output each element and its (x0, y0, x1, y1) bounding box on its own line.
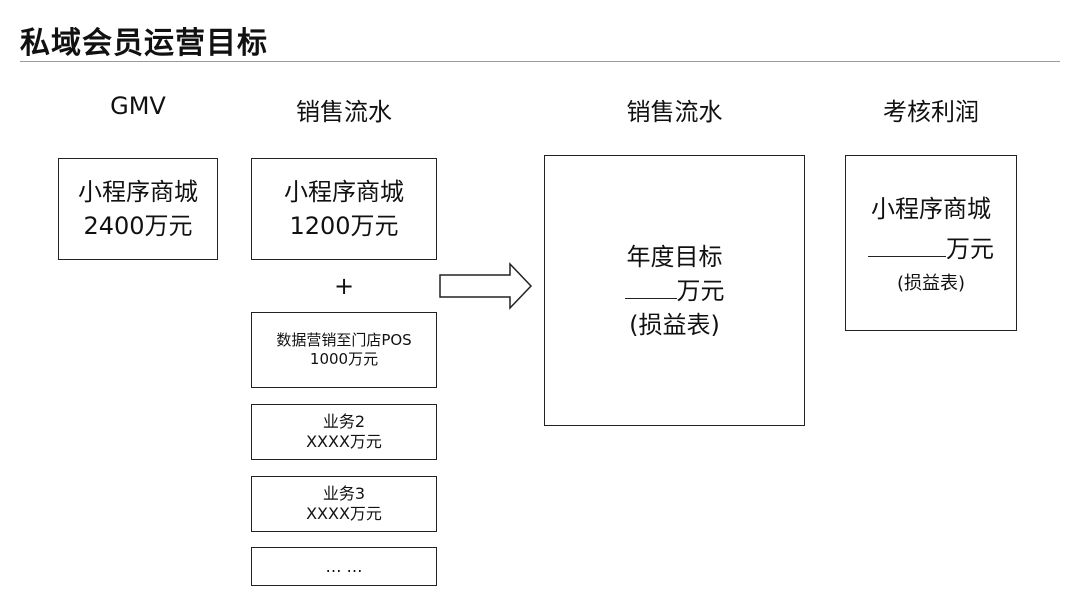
annual-target-amount: 万元 (624, 274, 725, 308)
sales-pos-label: 数据营销至门店POS (276, 331, 412, 349)
sales-more-box: … … (251, 547, 437, 586)
business2-label: 业务2 (322, 412, 366, 431)
more-ellipsis: … … (325, 556, 363, 576)
business3-label: 业务3 (322, 484, 366, 503)
right-arrow-icon (439, 262, 533, 310)
page-title: 私域会员运营目标 (20, 26, 268, 61)
gmv-mini-program-box: 小程序商城 2400万元 (58, 158, 218, 260)
profit-box-note: (损益表) (896, 273, 966, 294)
profit-box-unit: 万元 (946, 235, 994, 263)
sales-business3-box: 业务3 XXXX万元 (251, 476, 437, 532)
gmv-box-value: 2400万元 (83, 212, 193, 240)
profit-box: 小程序商城 万元 (损益表) (845, 155, 1017, 331)
business2-value: XXXX万元 (306, 432, 382, 451)
column-header-sales: 销售流水 (296, 98, 392, 126)
sales-mini-program-box: 小程序商城 1200万元 (251, 158, 437, 260)
title-divider (20, 61, 1060, 62)
amount-blank (624, 276, 677, 299)
column-header-sales-target: 销售流水 (626, 98, 723, 126)
profit-box-amount: 万元 (868, 232, 994, 266)
sales-box-value: 1200万元 (289, 212, 399, 240)
annual-target-box: 年度目标 万元 (损益表) (544, 155, 805, 426)
profit-amount-blank (868, 234, 946, 257)
sales-business2-box: 业务2 XXXX万元 (251, 404, 437, 460)
sales-pos-box: 数据营销至门店POS 1000万元 (251, 312, 437, 388)
business3-value: XXXX万元 (306, 504, 382, 523)
gmv-box-label: 小程序商城 (78, 178, 198, 206)
sales-box-label: 小程序商城 (284, 178, 404, 206)
column-header-gmv: GMV (110, 92, 166, 120)
profit-box-label: 小程序商城 (871, 195, 991, 223)
sales-pos-value: 1000万元 (309, 350, 379, 368)
column-header-profit: 考核利润 (883, 98, 979, 126)
annual-target-note: (损益表) (629, 310, 720, 339)
annual-target-label: 年度目标 (626, 242, 723, 271)
annual-target-unit: 万元 (676, 276, 725, 305)
plus-sign: + (334, 272, 355, 300)
